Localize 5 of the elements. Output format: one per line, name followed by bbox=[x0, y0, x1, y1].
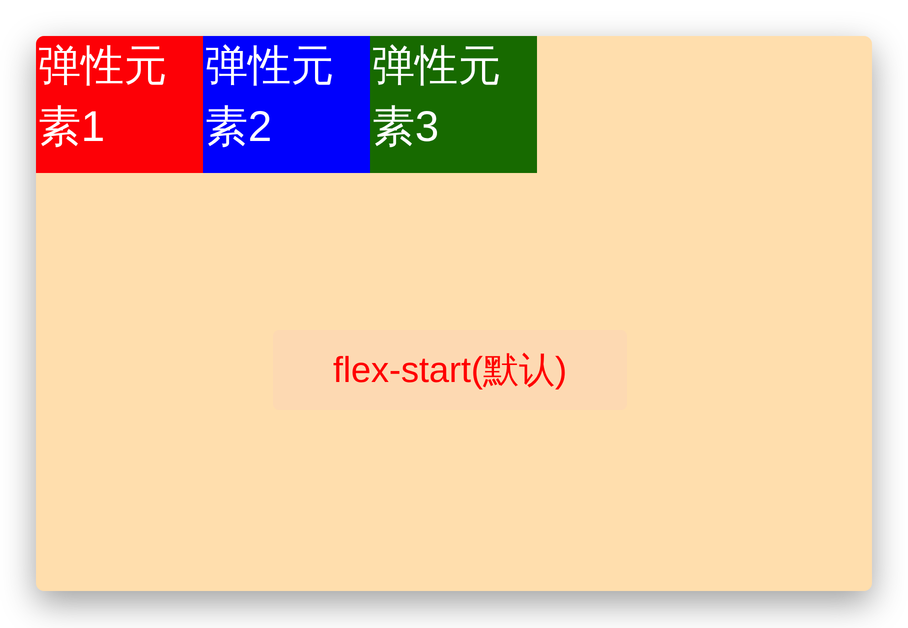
panel bbox=[36, 36, 872, 591]
text-label: flex-start(默认) bbox=[273, 330, 627, 410]
flex-item: 弹性元素2 bbox=[203, 36, 370, 173]
flex-item: 弹性元素3 bbox=[370, 36, 537, 173]
flex-item: 弹性元素1 bbox=[36, 36, 203, 173]
